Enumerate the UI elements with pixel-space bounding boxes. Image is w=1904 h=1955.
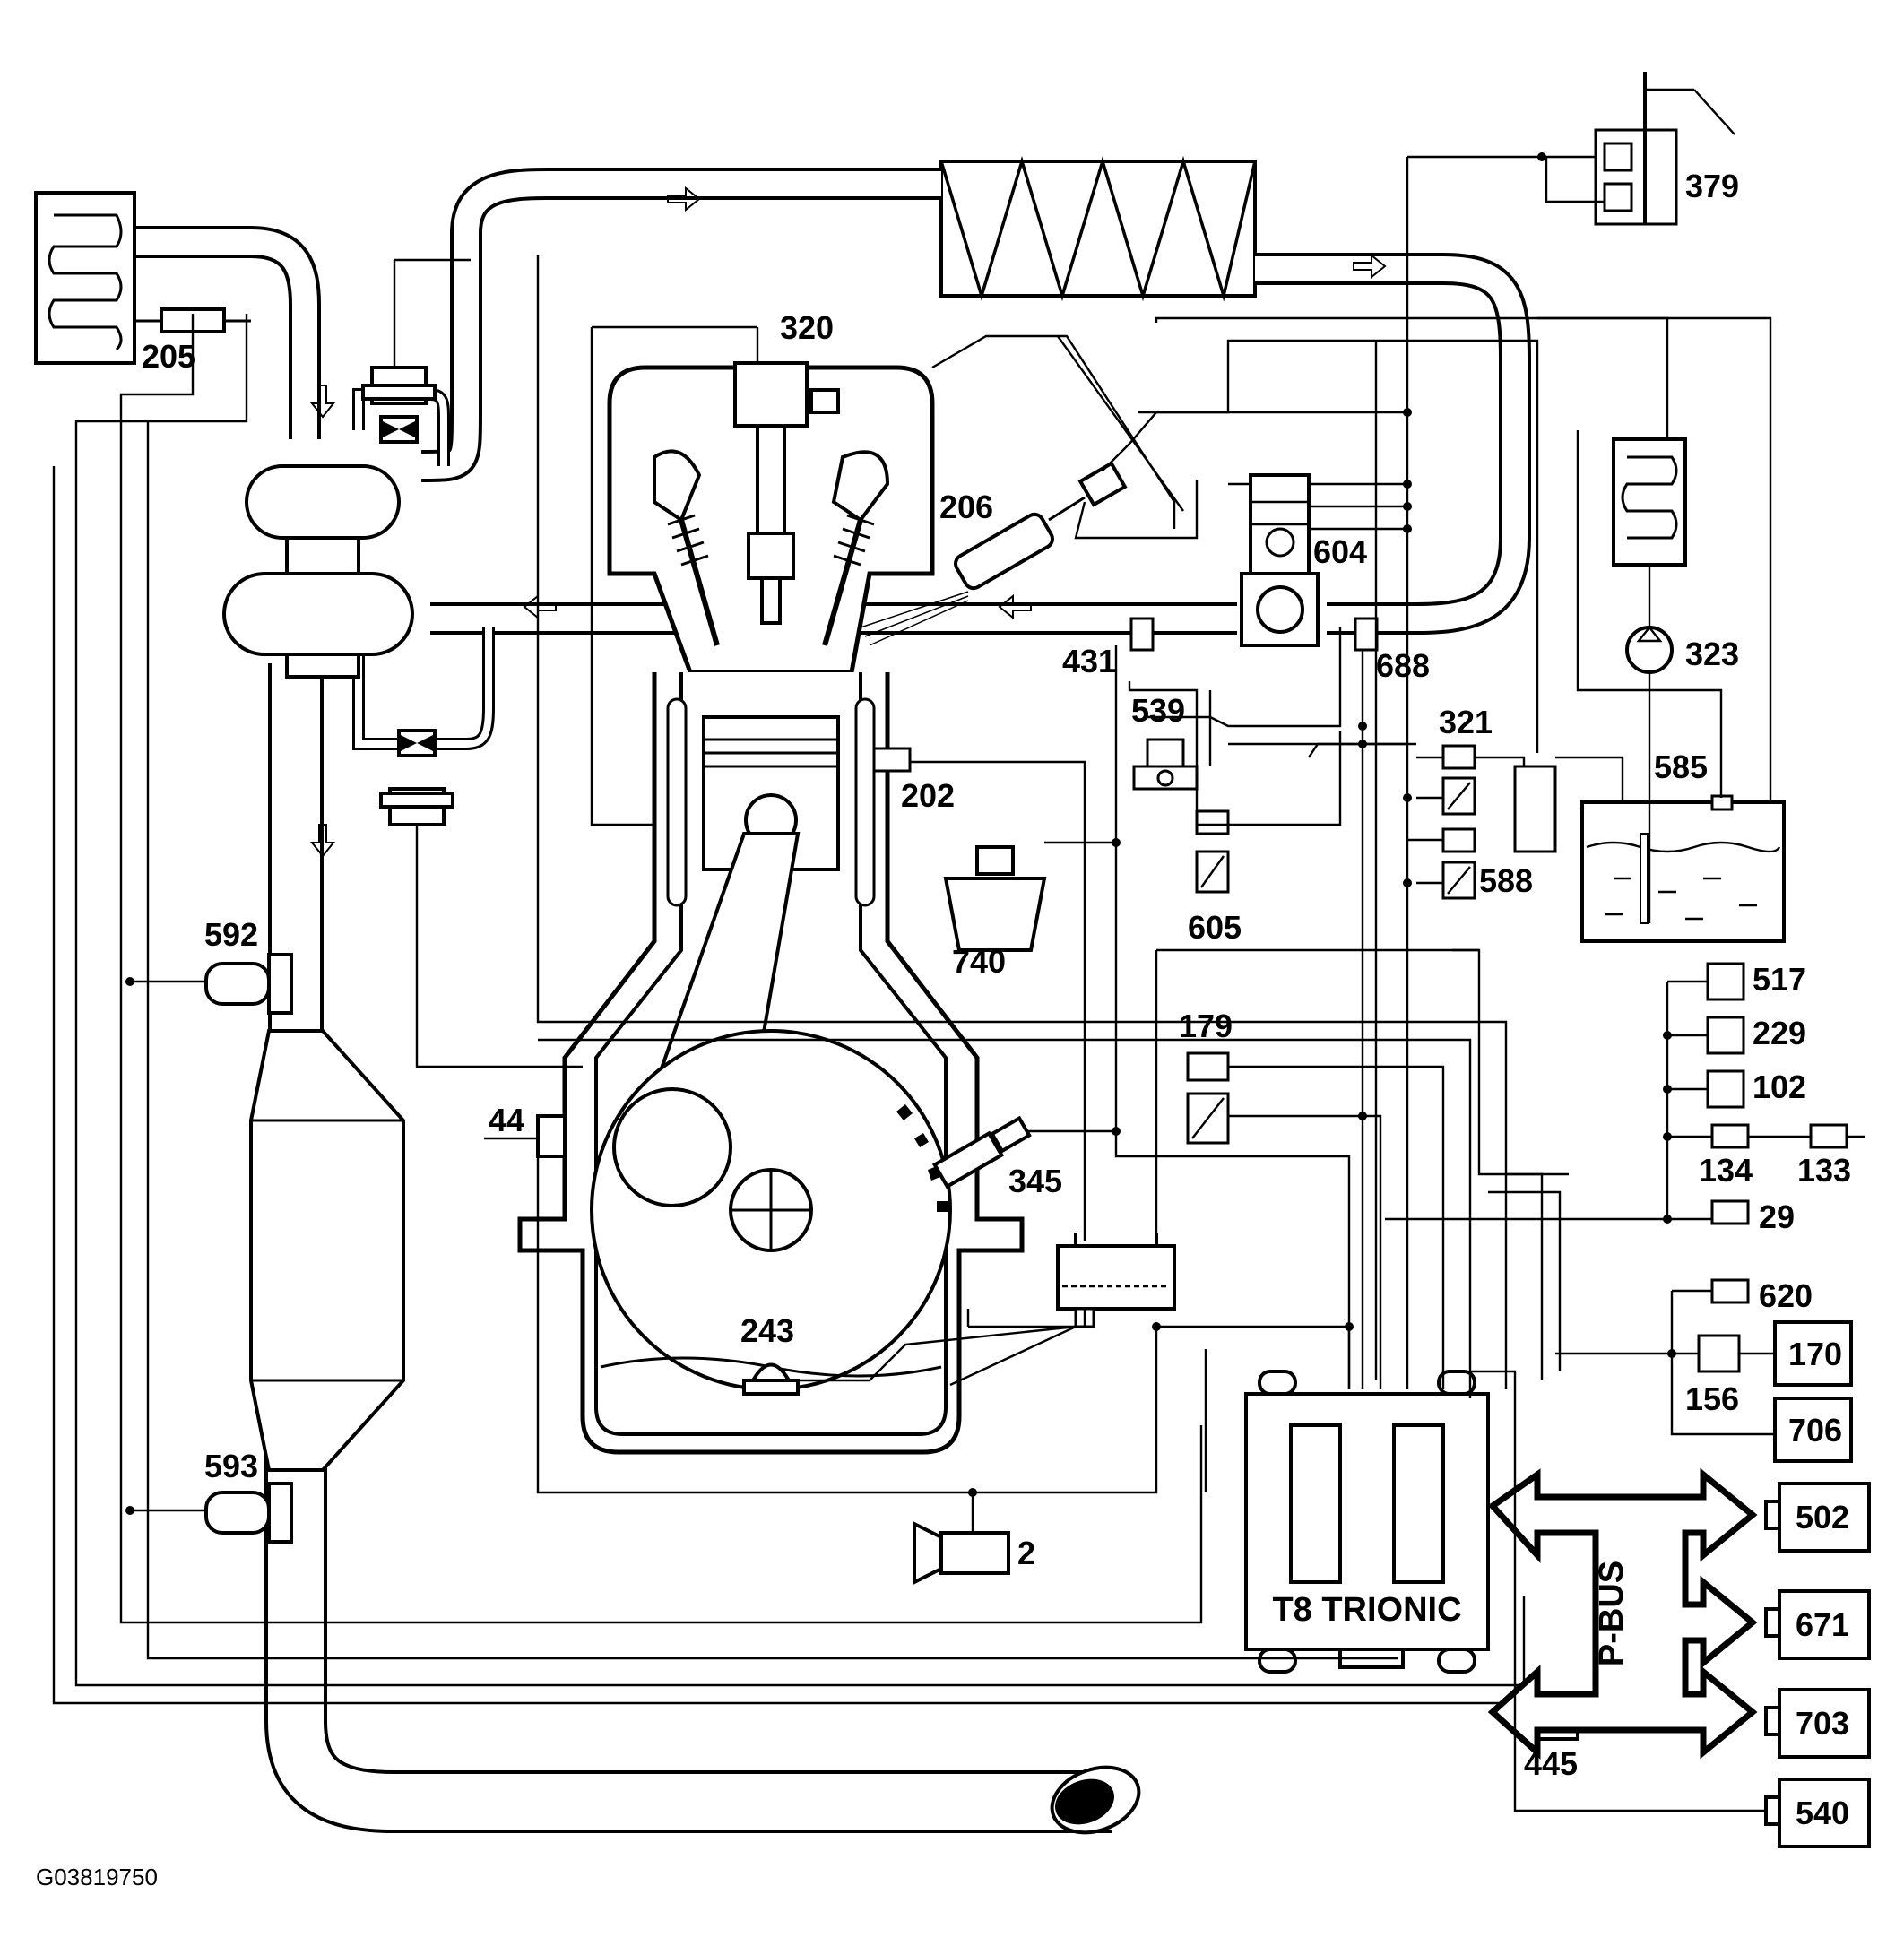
sensor-688 [1354,617,1379,652]
sensor-431 [1129,617,1155,652]
relay-229 [1706,1016,1745,1055]
label-29: 29 [1759,1198,1795,1235]
label-517: 517 [1753,961,1806,998]
switch-620 [1710,1278,1750,1304]
label-620: 620 [1759,1277,1813,1314]
switch-379 [1594,72,1735,226]
label-592: 592 [204,916,258,953]
throttle-body-604 [1240,473,1320,647]
figure-code: G03819750 [36,1864,158,1890]
p-bus-label: P-BUS [1593,1561,1631,1666]
oxygen-sensor-592 [204,953,293,1015]
label-585: 585 [1654,748,1708,785]
label-202: 202 [901,777,955,814]
crank-sensor-345 [931,1115,1032,1189]
fuel-filter [1612,437,1687,567]
module-671 [1764,1589,1871,1660]
valvetrain [653,449,890,646]
relay-102 [1706,1069,1745,1109]
module-706 [1773,1397,1853,1463]
pressure-sensor-539 [1132,738,1199,791]
switch-29 [1710,1199,1750,1225]
valve-321 [1441,744,1476,816]
fuse-133 [1809,1123,1848,1149]
sensor-44 [536,1114,567,1158]
catalytic-converter [249,1029,405,1472]
label-706: 706 [1788,1412,1842,1449]
label-243: 243 [740,1312,794,1349]
label-170: 170 [1788,1336,1842,1372]
intercooler [939,155,1257,302]
label-44: 44 [489,1102,524,1138]
label-205: 205 [142,338,195,375]
label-2: 2 [1017,1535,1035,1571]
oil-sensor-243 [742,1362,800,1396]
label-323: 323 [1685,636,1739,672]
label-539: 539 [1131,692,1185,729]
p-bus [1487,1467,1758,1760]
label-703: 703 [1796,1705,1849,1742]
label-179: 179 [1179,1008,1233,1044]
label-206: 206 [939,489,993,525]
label-740: 740 [952,943,1006,980]
junction-dots [125,152,1676,1515]
canister-box [1513,765,1557,853]
label-688: 688 [1376,647,1430,684]
purge-valve-605 [1195,809,1230,894]
fuel-injector-206 [860,461,1128,646]
tailpipe-outlet [1050,1765,1141,1835]
module-540 [1764,1778,1871,1848]
ignition-coil-320 [733,361,840,625]
module-502 [1764,1482,1871,1553]
label-102: 102 [1753,1068,1806,1105]
label-671: 671 [1796,1606,1849,1643]
ecu-label: T8 TRIONIC [1272,1591,1461,1629]
label-605: 605 [1188,909,1242,946]
label-540: 540 [1796,1795,1849,1831]
fuse-134 [1710,1123,1750,1149]
label-604: 604 [1313,533,1367,570]
relay-517 [1706,962,1745,1001]
label-431: 431 [1062,643,1116,679]
ecu-t8-trionic [1244,1370,1490,1674]
part-labels: 205 320 206 604 379 323 431 688 539 321 … [142,168,1851,1831]
relay-156 [1697,1334,1741,1373]
label-345: 345 [1008,1163,1062,1199]
component-2 [913,1520,1010,1586]
module-170 [1773,1320,1853,1387]
air-filter [34,191,136,365]
module-703 [1764,1688,1871,1759]
component-740 [943,845,1047,952]
coolant-sensor-202 [872,747,912,773]
label-593: 593 [204,1448,258,1484]
fuel-pump-323 [1625,626,1674,674]
turbocharger [222,464,414,679]
valve-179 [1186,1051,1230,1145]
label-321: 321 [1439,704,1493,740]
label-320: 320 [780,309,834,346]
charge-air-pipes [125,168,1531,1833]
label-133: 133 [1797,1152,1851,1189]
wiring [52,155,1865,1812]
label-445: 445 [1524,1745,1578,1782]
bypass-valve-lower [379,729,454,826]
fuel-tank [1580,794,1786,943]
oxygen-sensor-593 [204,1482,293,1544]
label-134: 134 [1699,1152,1753,1189]
valve-588 [1441,827,1476,900]
evap-canister [1056,1233,1176,1328]
label-379: 379 [1685,168,1739,204]
label-156: 156 [1685,1380,1739,1417]
label-502: 502 [1796,1499,1849,1535]
bypass-valve-upper [361,366,437,444]
label-588: 588 [1479,862,1533,899]
label-229: 229 [1753,1015,1806,1051]
